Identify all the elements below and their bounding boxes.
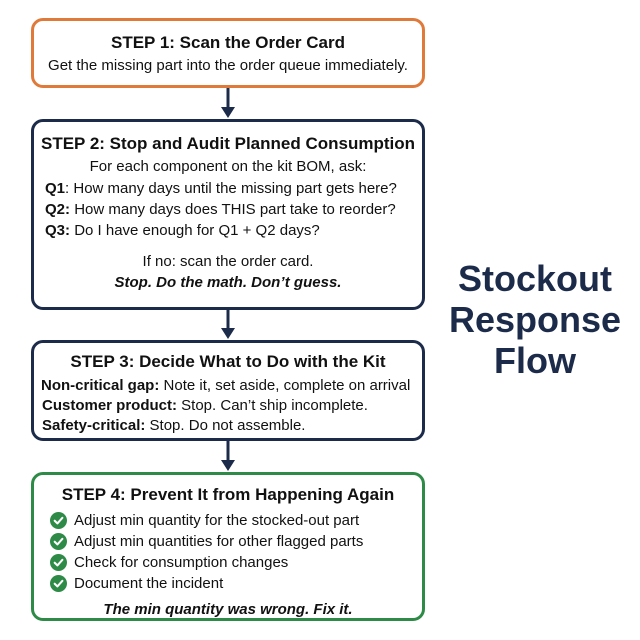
question-text: How many days does THIS part take to reo… bbox=[74, 201, 396, 218]
question-label: Q1 bbox=[45, 180, 66, 197]
arrow-down-icon bbox=[221, 310, 235, 339]
step3-box: STEP 3: Decide What to Do with the Kit N… bbox=[31, 340, 425, 441]
question-text: How many days until the missing part get… bbox=[73, 180, 397, 197]
list-item: Document the incident bbox=[50, 573, 422, 593]
check-circle-icon bbox=[50, 553, 67, 571]
check-circle-icon bbox=[50, 532, 67, 550]
step1-title: STEP 1: Scan the Order Card bbox=[111, 33, 345, 52]
rule-label: Safety-critical: bbox=[42, 417, 146, 434]
checklist: Adjust min quantity for the stocked-out … bbox=[34, 510, 422, 593]
question-q3: Q3: Do I have enough for Q1 + Q2 days? bbox=[45, 220, 422, 241]
rule-label: Non-critical gap: bbox=[41, 377, 160, 394]
question-list: Q1: How many days until the missing part… bbox=[34, 178, 422, 241]
list-item: Adjust min quantity for the stocked-out … bbox=[50, 510, 422, 530]
rule-customer-product: Customer product: Stop. Can’t ship incom… bbox=[34, 396, 422, 416]
question-q1: Q1: How many days until the missing part… bbox=[45, 178, 422, 199]
arrow-down-icon bbox=[221, 441, 235, 471]
checklist-text: Adjust min quantity for the stocked-out … bbox=[74, 511, 360, 529]
step1-box: STEP 1: Scan the Order Card Get the miss… bbox=[31, 18, 425, 88]
check-circle-icon bbox=[50, 574, 67, 592]
decision-rules: Non-critical gap: Note it, set aside, co… bbox=[34, 376, 422, 436]
step2-motto: Stop. Do the math. Don’t guess. bbox=[114, 274, 342, 291]
question-separator: : bbox=[65, 180, 74, 197]
check-circle-icon bbox=[50, 511, 67, 529]
step4-motto: The min quantity was wrong. Fix it. bbox=[103, 601, 353, 618]
rule-text: Stop. Do not assemble. bbox=[149, 417, 306, 434]
question-label: Q3: bbox=[45, 222, 71, 239]
checklist-text: Adjust min quantities for other flagged … bbox=[74, 532, 364, 550]
step4-title: STEP 4: Prevent It from Happening Again bbox=[61, 485, 395, 504]
rule-text: Stop. Can’t ship incomplete. bbox=[181, 397, 368, 414]
step1-text: Get the missing part into the order queu… bbox=[48, 57, 408, 74]
list-item: Check for consumption changes bbox=[50, 552, 422, 572]
step2-title: STEP 2: Stop and Audit Planned Consumpti… bbox=[41, 134, 415, 153]
title-line: Response bbox=[448, 299, 622, 340]
question-q2: Q2: How many days does THIS part take to… bbox=[45, 199, 422, 220]
list-item: Adjust min quantities for other flagged … bbox=[50, 531, 422, 551]
step2-box: STEP 2: Stop and Audit Planned Consumpti… bbox=[31, 119, 425, 310]
step2-intro: For each component on the kit BOM, ask: bbox=[89, 158, 367, 175]
title-line: Flow bbox=[494, 340, 576, 381]
rule-safety-critical: Safety-critical: Stop. Do not assemble. bbox=[34, 416, 422, 436]
question-text: Do I have enough for Q1 + Q2 days? bbox=[74, 222, 320, 239]
arrow-down-icon bbox=[221, 88, 235, 118]
rule-text: Note it, set aside, complete on arrival bbox=[163, 377, 411, 394]
step2-if-no: If no: scan the order card. bbox=[142, 253, 314, 270]
step4-box: STEP 4: Prevent It from Happening Again … bbox=[31, 472, 425, 621]
question-label: Q2: bbox=[45, 201, 71, 218]
rule-label: Customer product: bbox=[42, 397, 177, 414]
checklist-text: Check for consumption changes bbox=[74, 553, 289, 571]
step3-title: STEP 3: Decide What to Do with the Kit bbox=[70, 352, 386, 371]
title-line: Stockout bbox=[457, 258, 612, 299]
diagram-title: Stockout Response Flow bbox=[440, 258, 630, 381]
rule-non-critical: Non-critical gap: Note it, set aside, co… bbox=[34, 376, 422, 396]
checklist-text: Document the incident bbox=[74, 574, 224, 592]
